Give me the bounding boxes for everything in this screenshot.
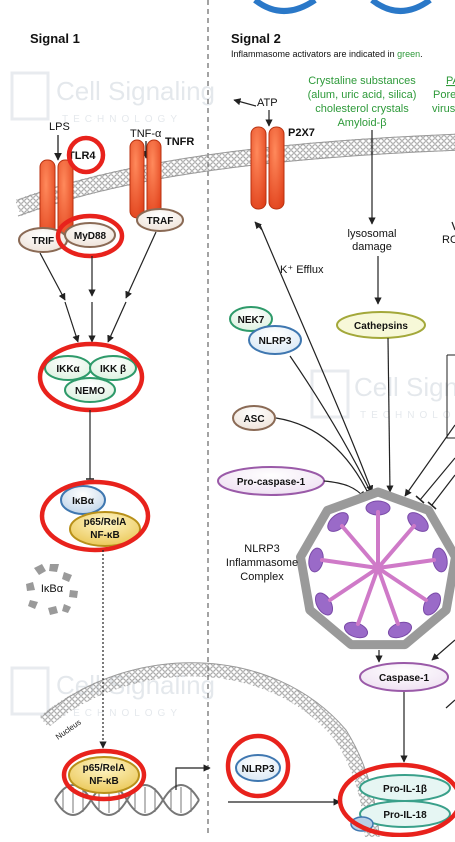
procaspase1-protein: Pro-caspase-1 <box>218 467 324 495</box>
nuclear-nfkb: p65/RelA NF-κB <box>69 757 139 793</box>
k-efflux-label: K⁺ Efflux <box>280 264 324 276</box>
p2x7-label: P2X7 <box>288 127 315 139</box>
atp-label: ATP <box>257 97 278 109</box>
p65-label-line1: p65/RelA <box>84 517 127 528</box>
lps-label: LPS <box>49 121 70 133</box>
svg-text:Pro-IL-1β: Pro-IL-1β <box>383 784 427 795</box>
caspase1-protein: Caspase-1 <box>360 663 448 691</box>
lysosomal-label-line2: damage <box>352 241 392 253</box>
ikba-label: IκBα <box>72 496 95 507</box>
svg-text:Caspase-1: Caspase-1 <box>379 673 429 684</box>
svg-text:Cell Signaling: Cell Signaling <box>354 372 455 402</box>
svg-text:Cathepsins: Cathepsins <box>354 321 408 332</box>
svg-text:Pro-IL-18: Pro-IL-18 <box>383 810 427 821</box>
nlrp3-expressed-protein: NLRP3 <box>236 755 280 781</box>
crystal-activators: Crystaline substances (alum, uric acid, … <box>308 75 417 129</box>
atp-release-arrow <box>234 100 256 106</box>
nlrp3-label: NLRP3 <box>259 336 292 347</box>
svg-text:Crystaline substances: Crystaline substances <box>308 75 416 87</box>
ikk-beta-label: IKK β <box>100 364 126 375</box>
ikk-alpha-label: IKKα <box>56 364 80 375</box>
svg-text:PA: PA <box>446 75 455 87</box>
inflammasome-label-line3: Complex <box>240 571 284 583</box>
traf-arrow <box>126 232 156 298</box>
signal2-subtitle: Inflammasome activators are indicated in… <box>231 49 423 59</box>
nek7-label: NEK7 <box>238 315 265 326</box>
signal2-title: Signal 2 <box>231 31 281 46</box>
ikk-arrow-right <box>108 302 126 342</box>
trif-arrow <box>40 253 65 300</box>
svg-text:TECHNOLOGY: TECHNOLOGY <box>62 708 182 719</box>
top-arc-2 <box>372 0 430 11</box>
svg-text:Amyloid-β: Amyloid-β <box>337 117 386 129</box>
lysosomal-label-line1: lysosomal <box>348 228 397 240</box>
svg-text:Pore: Pore <box>433 89 455 101</box>
nuclear-p65-line2: NF-κB <box>89 776 118 787</box>
nucleus-label: Nucleus <box>54 718 83 742</box>
myd88-protein: MyD88 <box>65 223 115 247</box>
pro-il1b-protein: Pro-IL-1β <box>360 775 450 801</box>
signal1-title: Signal 1 <box>30 31 80 46</box>
tnfr-label: TNFR <box>165 136 194 148</box>
nfkb-ikba-complex: IκBα p65/RelA NF-κB <box>61 486 140 546</box>
inflammasome-label-line1: NLRP3 <box>244 543 279 555</box>
ikk-complex: IKKα IKK β NEMO <box>45 356 136 402</box>
nemo-label: NEMO <box>75 386 105 397</box>
svg-text:Pro-caspase-1: Pro-caspase-1 <box>237 477 306 488</box>
cutoff-activators: PA Pore virus <box>432 75 455 115</box>
right-input-inhibit-2 <box>432 475 455 505</box>
svg-text:TECHNOLOGY: TECHNOLOGY <box>62 114 182 125</box>
svg-text:(alum, uric acid, silica): (alum, uric acid, silica) <box>308 89 417 101</box>
svg-text:NLRP3: NLRP3 <box>242 764 275 775</box>
ikk-arrow-left <box>65 302 78 342</box>
nuclear-p65-line1: p65/RelA <box>83 763 126 774</box>
svg-text:MyD88: MyD88 <box>74 231 107 242</box>
svg-text:TRIF: TRIF <box>32 236 54 247</box>
svg-text:TECHNOLOGY: TECHNOLOGY <box>360 410 455 421</box>
transcription-arrow-nlrp3 <box>176 768 210 790</box>
right-input-caspase <box>432 640 455 660</box>
watermark-top: Cell Signaling TECHNOLOGY <box>12 73 215 125</box>
svg-text:cholesterol crystals: cholesterol crystals <box>315 103 409 115</box>
svg-text:TRAF: TRAF <box>147 216 174 227</box>
svg-text:ASC: ASC <box>243 414 264 425</box>
p65-label-line2: NF-κB <box>90 530 119 541</box>
svg-text:Cell Signaling: Cell Signaling <box>56 76 215 106</box>
p2x7-receptor <box>251 127 284 209</box>
right-input-inhibit-1 <box>420 458 455 500</box>
nlrp3-inflammasome-complex <box>301 492 455 645</box>
traf-protein: TRAF <box>137 209 183 231</box>
nek7-nlrp3-complex: NEK7 NLRP3 <box>230 307 301 354</box>
tnf-label: TNF-α <box>130 128 162 140</box>
cathepsins-protein: Cathepsins <box>337 312 425 338</box>
asc-protein: ASC <box>233 406 275 430</box>
top-arc-1 <box>255 0 315 11</box>
inflammasome-label-line2: Inflammasome <box>226 557 298 569</box>
degraded-ikba-label: IκBα <box>41 583 64 595</box>
ros-label: RO <box>442 234 455 246</box>
svg-text:virus: virus <box>432 103 455 115</box>
tlr4-label: TLR4 <box>68 150 96 162</box>
caspase-right-output <box>446 700 455 708</box>
